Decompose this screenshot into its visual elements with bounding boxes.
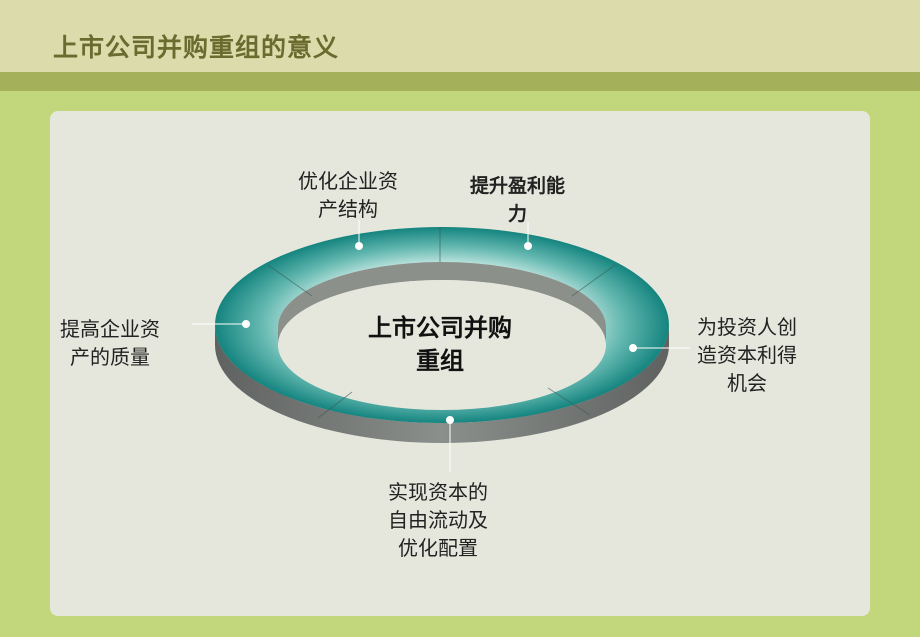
- ring-dividers: [267, 227, 616, 419]
- center-line-1: 上市公司并购: [368, 314, 512, 342]
- ring-hole: [277, 279, 607, 411]
- leader-lines: [192, 220, 690, 472]
- label-right: 为投资人创 造资本利得 机会: [697, 315, 797, 395]
- page-title: 上市公司并购重组的意义: [53, 33, 340, 62]
- center-label: 上市公司并购 重组: [350, 312, 530, 378]
- label-bottom: 实现资本的 自由流动及 优化配置: [388, 480, 488, 560]
- label-top-right: 提升盈利能 力: [470, 175, 566, 225]
- header-stripe: [0, 72, 920, 91]
- label-top-left: 优化企业资 产结构: [298, 169, 398, 221]
- header-bar: [0, 0, 920, 72]
- ring-inner-wall: [278, 262, 606, 345]
- label-left: 提高企业资 产的质量: [60, 317, 160, 369]
- center-line-2: 重组: [416, 347, 464, 375]
- ring-side: [215, 325, 669, 443]
